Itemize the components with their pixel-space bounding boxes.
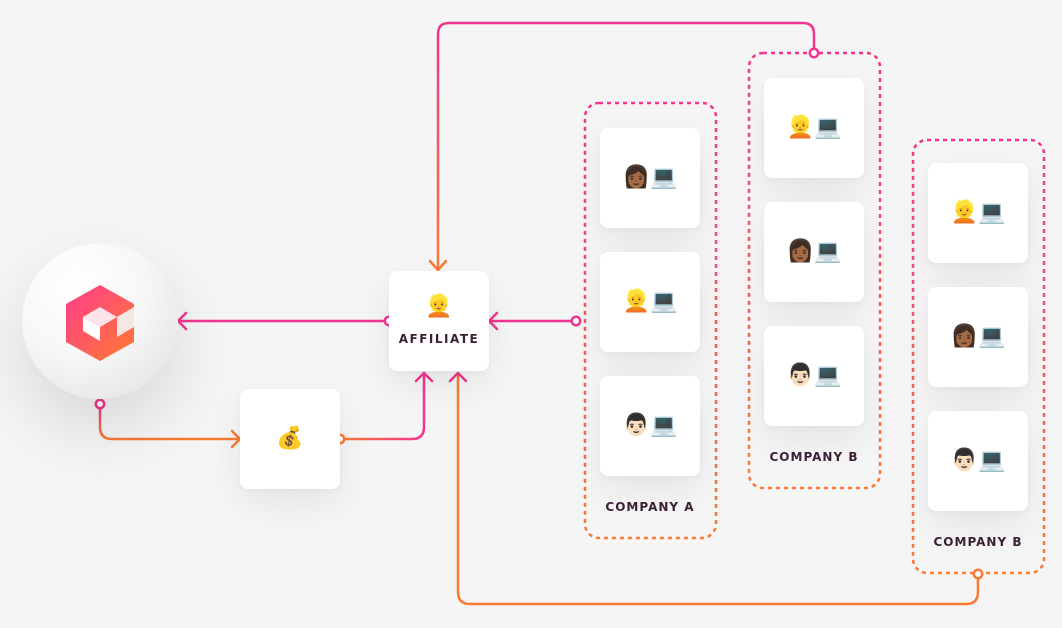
man-laptop-icon: 👨🏻💻 (786, 363, 842, 388)
affiliate-label: AFFILIATE (398, 332, 480, 346)
company-b-member-card: 👨🏻💻 (764, 326, 864, 426)
company-b2-member-card: 👨🏻💻 (928, 411, 1028, 511)
company-b2-member-card: 👩🏾💻 (928, 287, 1028, 387)
company-b2-member-card: 👱💻 (928, 163, 1028, 263)
blond-person-laptop-icon: 👱💻 (786, 115, 842, 140)
connector-company-b-to-affiliate (436, 21, 816, 269)
company-a-outline (583, 101, 718, 540)
company-b-label: COMPANY B (769, 450, 859, 464)
man-laptop-icon: 👨🏻💻 (950, 448, 1006, 473)
affiliate-node: 👱 AFFILIATE (389, 271, 489, 371)
company-a-member-card: 👱💻 (600, 252, 700, 352)
man-laptop-icon: 👨🏻💻 (622, 413, 678, 438)
company-b-member-card: 👱💻 (764, 78, 864, 178)
blond-person-laptop-icon: 👱💻 (622, 289, 678, 314)
connector-brand-to-payment (98, 404, 240, 441)
company-a-label: COMPANY A (605, 500, 695, 514)
woman-laptop-icon: 👩🏾💻 (950, 324, 1006, 349)
person-blond-icon: 👱 (425, 294, 453, 319)
brand-node (22, 243, 178, 399)
logo-hexagon-icon (66, 285, 134, 361)
money-bag-icon: 💰 (276, 426, 304, 451)
company-a-member-card: 👩🏾💻 (600, 128, 700, 228)
woman-laptop-icon: 👩🏾💻 (786, 239, 842, 264)
blond-person-laptop-icon: 👱💻 (950, 200, 1006, 225)
payment-node: 💰 (240, 389, 340, 489)
woman-laptop-icon: 👩🏾💻 (622, 165, 678, 190)
company-b2-label: COMPANY B (933, 535, 1023, 549)
company-b-member-card: 👩🏾💻 (764, 202, 864, 302)
connector-company-b2-to-affiliate (456, 373, 980, 606)
connector-payment-to-affiliate (340, 373, 426, 441)
company-a-member-card: 👨🏻💻 (600, 376, 700, 476)
